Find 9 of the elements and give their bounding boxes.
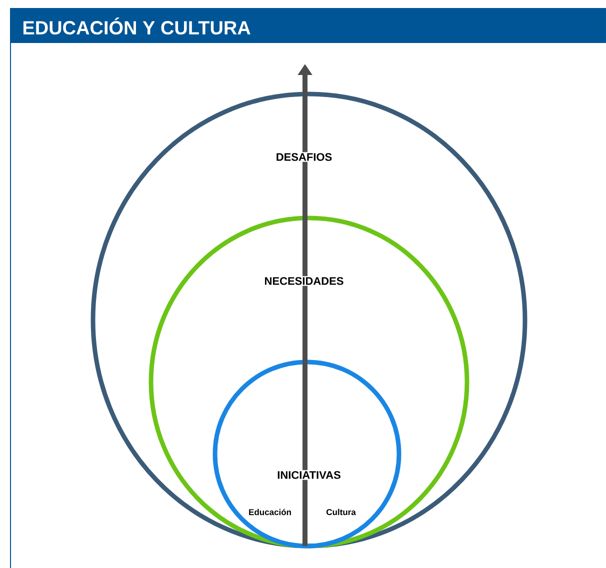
sub-label: Educación — [249, 508, 291, 516]
circle-label: NECESIDADES — [263, 276, 345, 286]
circle — [148, 216, 470, 548]
circle — [90, 92, 528, 548]
title-bar: EDUCACIÓN Y CULTURA — [10, 8, 606, 43]
circle — [212, 360, 402, 548]
sub-label: Cultura — [326, 508, 356, 516]
circle-label: DESAFIOS — [274, 152, 334, 162]
circle-label: INICIATIVAS — [276, 470, 342, 480]
